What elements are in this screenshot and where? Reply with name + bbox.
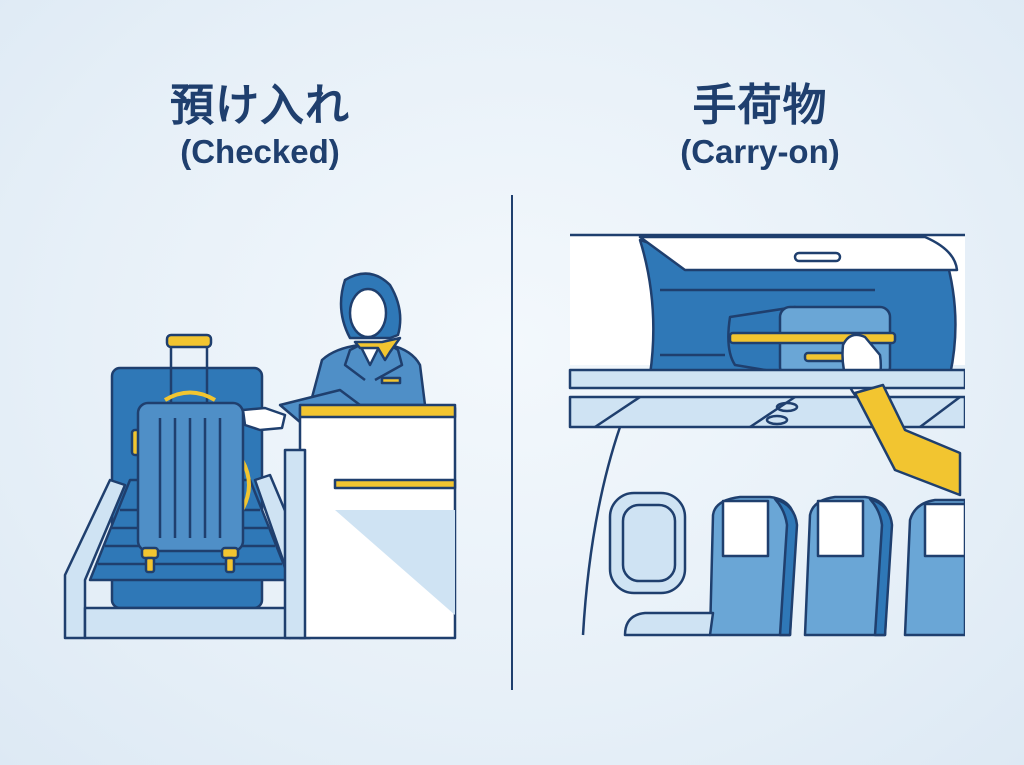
check-in-illustration [63,272,457,640]
carry-on-title: 手荷物 (Carry-on) [620,80,900,172]
carry-on-title-japanese: 手荷物 [692,80,828,131]
center-divider [511,195,513,690]
checked-title-japanese: 預け入れ [170,80,350,131]
carry-on-title-english: (Carry-on) [680,133,840,170]
checked-baggage-title: 預け入れ (Checked) [110,80,410,172]
cabin-illustration [568,233,965,637]
checked-title-english: (Checked) [180,133,340,170]
